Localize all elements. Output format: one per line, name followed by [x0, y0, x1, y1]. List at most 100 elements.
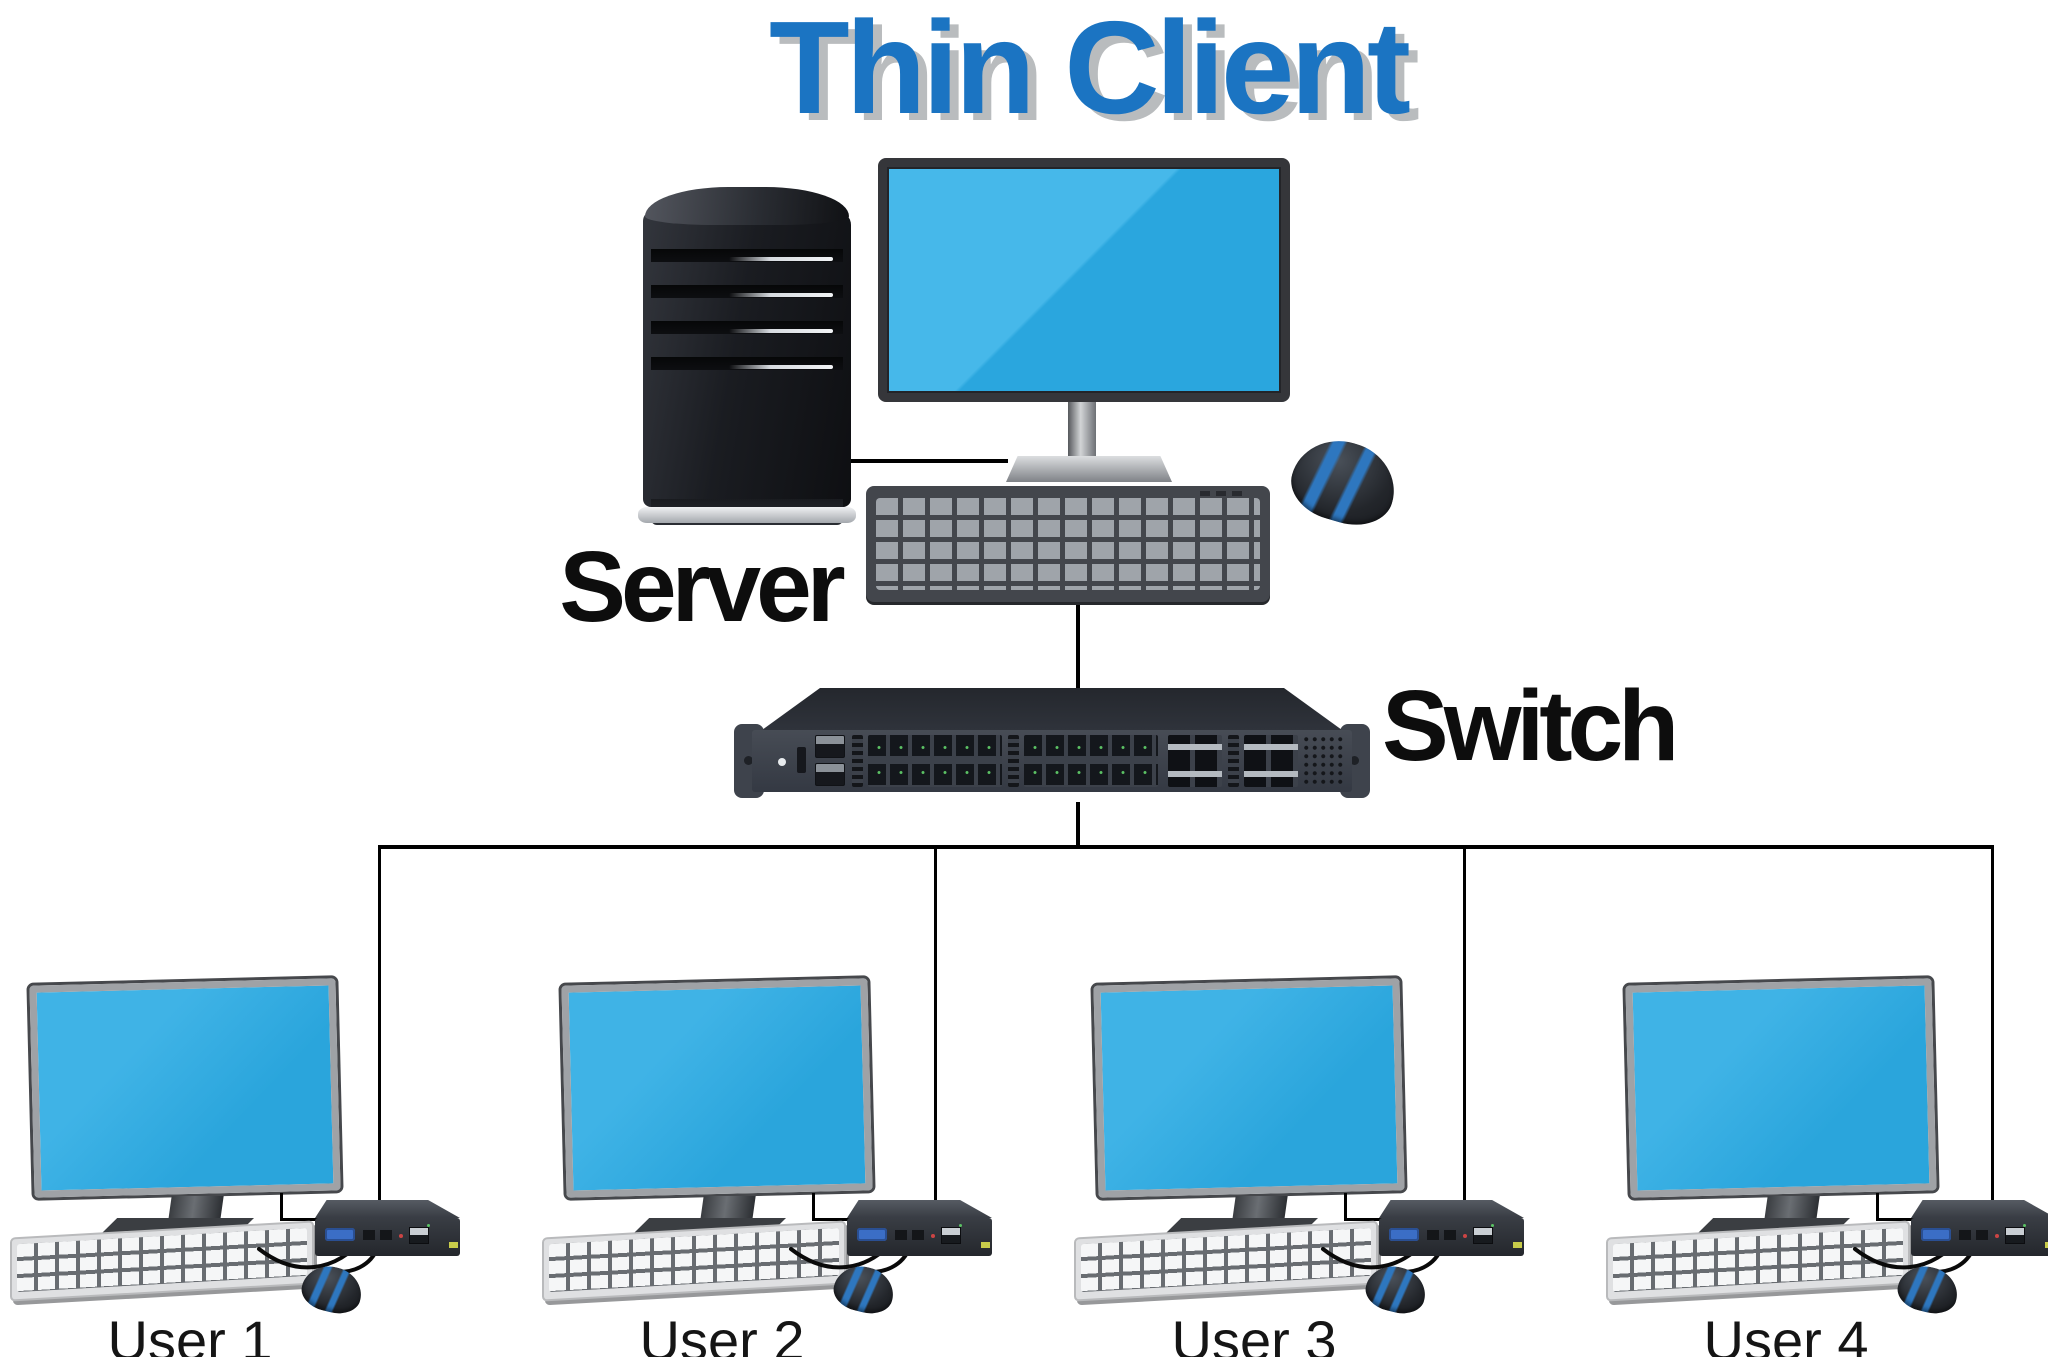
led-icon — [931, 1234, 935, 1238]
wire-monitor-to-client — [1876, 1218, 1924, 1221]
server-monitor-stand — [1068, 402, 1096, 458]
drive-bay-gap — [651, 285, 843, 298]
server-keyboard-keys — [876, 498, 1260, 590]
drive-bay-gap — [651, 249, 843, 262]
server-tower-base — [638, 507, 856, 523]
ethernet-port-icon — [1473, 1224, 1494, 1244]
drive-bay-gap — [651, 357, 843, 370]
vga-port-icon — [857, 1228, 887, 1241]
diagram-title: Thin Client — [769, 0, 1411, 141]
user-station-2: User 2 — [542, 975, 1064, 1357]
switch-label: Switch — [1382, 670, 1679, 782]
power-led-icon — [778, 758, 786, 766]
wire-monitor-to-client — [812, 1193, 815, 1221]
management-port — [815, 763, 845, 786]
management-port — [815, 735, 845, 758]
usb-slot-icon — [981, 1242, 990, 1248]
vga-port-icon — [325, 1228, 355, 1241]
user-label: User 1 — [107, 1309, 273, 1357]
usb-slot-icon — [1513, 1242, 1522, 1248]
network-switch — [734, 688, 1370, 806]
drop-line-user-2 — [934, 845, 937, 1202]
server-mouse — [1282, 429, 1406, 535]
vent-strip — [852, 735, 863, 787]
thin-client-box — [847, 1200, 992, 1256]
wire-monitor-to-client — [812, 1218, 860, 1221]
vent-strip — [1008, 735, 1019, 787]
user-label: User 2 — [639, 1309, 805, 1357]
drop-line-user-1 — [378, 845, 381, 1202]
ethernet-port-icon — [2005, 1224, 2026, 1244]
user-monitor-stand — [700, 1196, 756, 1220]
thin-client-box — [315, 1200, 460, 1256]
thin-client-top — [1911, 1200, 2048, 1218]
wire-monitor-to-client — [1876, 1193, 1879, 1221]
server-label: Server — [559, 531, 845, 643]
port-icon — [363, 1230, 375, 1240]
thin-client-box — [1911, 1200, 2048, 1256]
user-label: User 4 — [1703, 1309, 1869, 1357]
user-monitor-stand — [168, 1196, 224, 1220]
vga-port-icon — [1921, 1228, 1951, 1241]
ventilation-grid — [1302, 735, 1344, 787]
wire-monitor-to-client — [280, 1193, 283, 1221]
trunk-bus-line — [378, 845, 1994, 849]
vga-port-icon — [1389, 1228, 1419, 1241]
led-icon — [1995, 1234, 1999, 1238]
switch-front-panel — [752, 730, 1352, 792]
drop-line-user-3 — [1463, 845, 1466, 1202]
port-icon — [912, 1230, 924, 1240]
led-icon — [1463, 1234, 1467, 1238]
user-label: User 3 — [1171, 1309, 1337, 1357]
server-keyboard — [866, 486, 1270, 602]
usb-slot-icon — [449, 1242, 458, 1248]
thin-client-front — [315, 1218, 460, 1256]
usb-slot-icon — [2045, 1242, 2048, 1248]
thin-client-box — [1379, 1200, 1524, 1256]
thin-client-front — [1379, 1218, 1524, 1256]
ethernet-port-icon — [941, 1224, 962, 1244]
server-monitor-base — [1006, 456, 1172, 482]
user-monitor-screen — [1093, 978, 1405, 1198]
user-station-3: User 3 — [1074, 975, 1596, 1357]
switch-top-face — [762, 688, 1342, 730]
ethernet-port-block — [1024, 735, 1158, 787]
thin-client-top — [315, 1200, 460, 1218]
keyboard-indicator-lights — [1200, 491, 1246, 496]
port-icon — [1976, 1230, 1988, 1240]
server-monitor-screen — [878, 158, 1290, 402]
vent-strip — [1228, 735, 1239, 787]
thin-client-top — [847, 1200, 992, 1218]
user-monitor-screen — [561, 978, 873, 1198]
wire-monitor-to-client — [1344, 1193, 1347, 1221]
user-monitor-stand — [1764, 1196, 1820, 1220]
thin-client-front — [847, 1218, 992, 1256]
ethernet-port-block — [868, 735, 1002, 787]
port-icon — [1959, 1230, 1971, 1240]
led-icon — [399, 1234, 403, 1238]
sfp-port-block — [1168, 735, 1222, 787]
sfp-port-block — [1244, 735, 1298, 787]
user-station-4: User 4 — [1606, 975, 2048, 1357]
wire-switch-to-trunk — [1076, 802, 1080, 847]
user-monitor-stand — [1232, 1196, 1288, 1220]
port-icon — [1427, 1230, 1439, 1240]
server-tower-chassis — [643, 211, 851, 525]
drive-bay-gap — [651, 321, 843, 334]
wire-tower-to-monitor — [851, 459, 1008, 463]
user-monitor-screen — [1625, 978, 1937, 1198]
thin-client-top — [1379, 1200, 1524, 1218]
ethernet-port-icon — [409, 1224, 430, 1244]
port-icon — [380, 1230, 392, 1240]
usb-slot-icon — [797, 747, 806, 773]
drop-line-user-4 — [1991, 845, 1994, 1202]
server-tower — [638, 187, 856, 532]
wire-monitor-to-client — [1344, 1218, 1392, 1221]
wire-monitor-to-client — [280, 1218, 328, 1221]
port-icon — [1444, 1230, 1456, 1240]
server-tower-top — [645, 187, 849, 225]
user-monitor-screen — [29, 978, 341, 1198]
user-station-1: User 1 — [10, 975, 532, 1357]
thin-client-front — [1911, 1218, 2048, 1256]
